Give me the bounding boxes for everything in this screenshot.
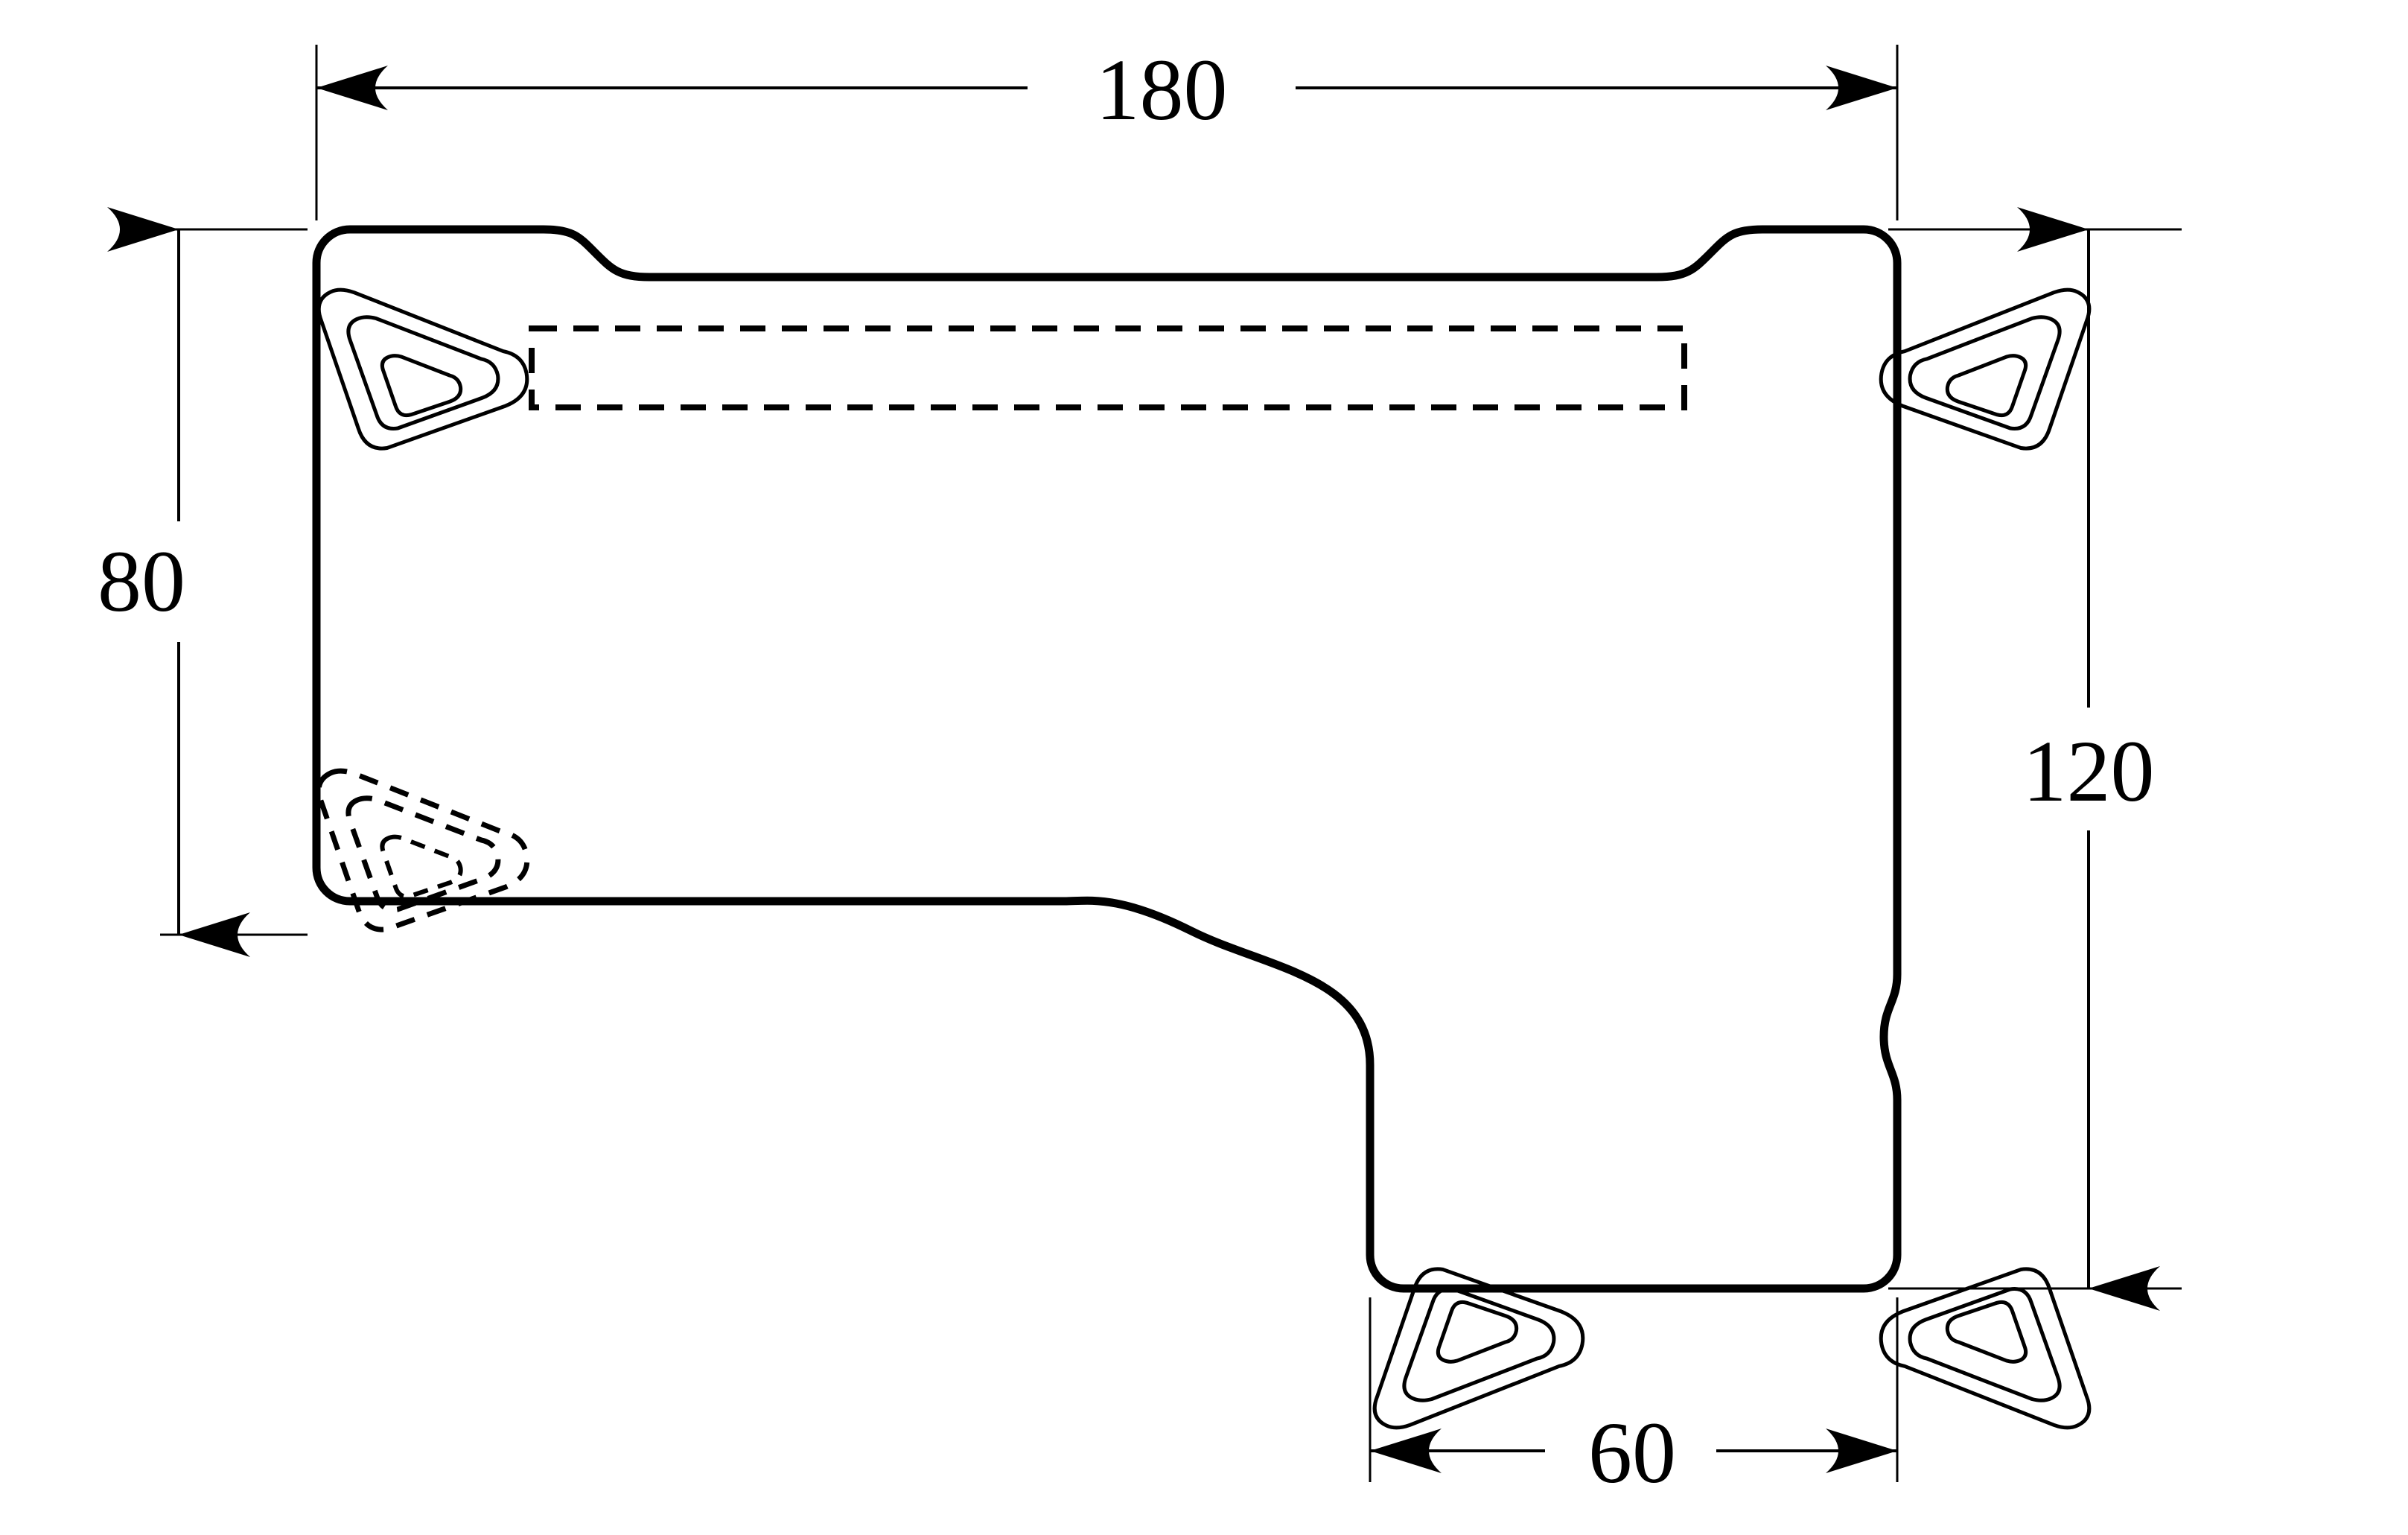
cable-tray [529,325,1687,410]
dimension-left-depth: 80 [98,207,250,957]
dimension-return-width: 60 [1370,1404,1897,1501]
dimension-overall-depth: 120 [2017,207,2160,1311]
dimension-overall-width: 180 [316,41,1897,139]
dimension-label-120: 120 [2023,722,2155,820]
dimension-label-180: 180 [1096,41,1228,139]
bracket-return-right [1872,1251,2107,1487]
dimension-label-80: 80 [98,533,185,630]
bracket-top-right [1872,231,2107,466]
desk-top-outline [312,225,1902,1293]
dimension-label-60: 60 [1588,1404,1676,1501]
